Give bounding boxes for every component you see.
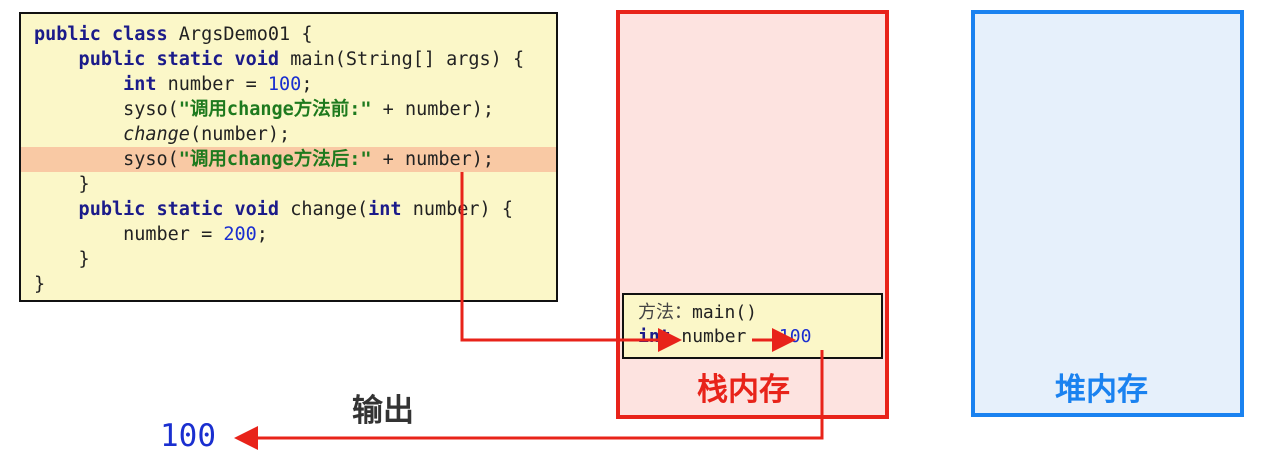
code-token: "调用change方法后:" — [178, 149, 372, 170]
code-token: number) { — [401, 199, 513, 220]
code-token: } — [34, 174, 90, 195]
output-value: 100 — [160, 418, 216, 454]
code-line: int number = 100; — [34, 72, 524, 97]
code-token: ArgsDemo01 { — [178, 24, 313, 45]
heap-memory — [971, 10, 1244, 417]
code-listing: public class ArgsDemo01 { public static … — [34, 22, 524, 297]
highlighted-line — [21, 147, 556, 172]
code-token: 100 — [267, 74, 302, 95]
code-line: public class ArgsDemo01 { — [34, 22, 524, 47]
code-token: int — [368, 199, 402, 220]
arrow-value-to-output — [234, 350, 824, 450]
code-token: syso( — [34, 149, 179, 170]
code-token: public class — [34, 24, 179, 45]
code-token: change( — [290, 199, 369, 220]
code-line: number = 200; — [34, 222, 524, 247]
code-token: } — [34, 249, 90, 270]
code-line: syso("调用change方法后:" + number); — [34, 147, 524, 172]
var-name: number — [681, 326, 747, 347]
code-token: ; — [301, 74, 313, 95]
code-token: } — [34, 274, 46, 295]
code-token: number = — [167, 74, 268, 95]
method-label: 方法： — [638, 302, 692, 323]
code-token: public static void — [34, 49, 291, 70]
code-token: public static void — [34, 199, 291, 220]
stack-frame-main: 方法：main() int number 100 — [622, 293, 883, 359]
code-token: change — [123, 124, 190, 145]
code-token: ; — [256, 224, 268, 245]
heap-label: 堆内存 — [1055, 372, 1148, 408]
code-line: } — [34, 172, 524, 197]
code-token: + number); — [371, 149, 495, 170]
code-token: (number); — [189, 124, 291, 145]
code-panel: public class ArgsDemo01 { public static … — [19, 12, 558, 302]
output-label: 输出 — [352, 393, 414, 429]
code-token: 200 — [223, 224, 257, 245]
code-line: syso("调用change方法前:" + number); — [34, 97, 524, 122]
code-token: syso( — [34, 99, 179, 120]
arrow-code-to-variable — [460, 172, 682, 352]
code-token: number = — [34, 224, 224, 245]
code-line: public static void change(int number) { — [34, 197, 524, 222]
code-line: public static void main(String[] args) { — [34, 47, 525, 72]
code-line: } — [34, 247, 524, 272]
code-token: int — [34, 74, 168, 95]
code-line: change(number); — [34, 122, 524, 147]
method-name: main() — [692, 302, 758, 323]
stack-label: 栈内存 — [697, 372, 790, 408]
code-token: + number); — [371, 99, 495, 120]
code-token: main(String[] args) { — [290, 49, 525, 70]
code-token: "调用change方法前:" — [178, 99, 372, 120]
code-line: } — [34, 272, 524, 297]
